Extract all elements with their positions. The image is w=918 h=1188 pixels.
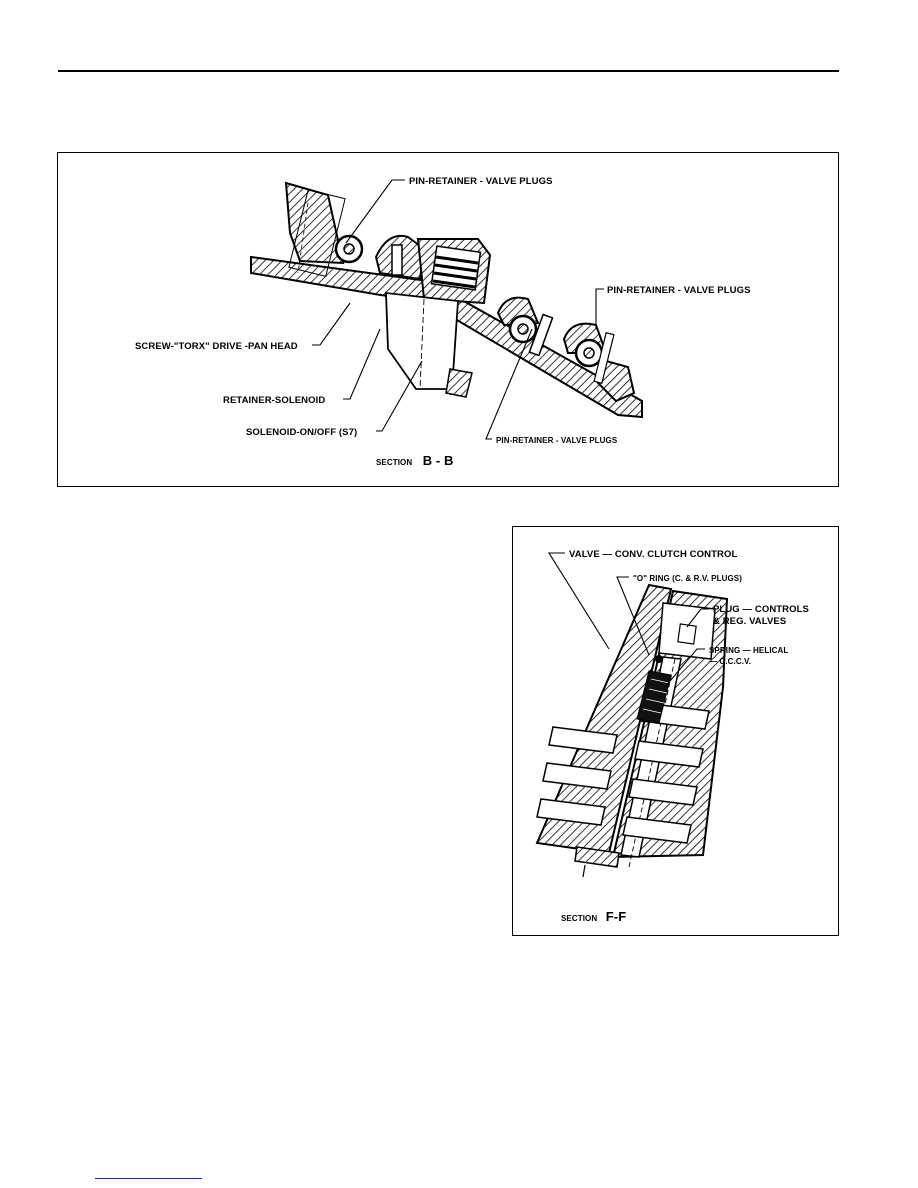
leader-lines-ff	[548, 552, 709, 688]
label-plug-line2: & REG. VALVES	[713, 616, 786, 627]
label-pin-retainer-right: PIN-RETAINER - VALVE PLUGS	[607, 285, 751, 296]
label-solenoid-on-off: SOLENOID-ON/OFF (S7)	[246, 427, 357, 438]
label-valve-conv-clutch: VALVE — CONV. CLUTCH CONTROL	[569, 549, 737, 560]
footer-link-underline[interactable]	[95, 1178, 202, 1179]
label-pin-retainer-top: PIN-RETAINER - VALVE PLUGS	[409, 176, 553, 187]
section-b-b-drawing: PIN-RETAINER - VALVE PLUGS PIN-RETAINER …	[135, 176, 751, 469]
label-retainer-solenoid: RETAINER-SOLENOID	[223, 395, 325, 406]
label-spring-line2: — C.C.C.V.	[709, 657, 751, 666]
caption-id: B - B	[423, 453, 454, 468]
caption-prefix: SECTION	[376, 458, 412, 467]
label-spring-line1: SPRING — HELICAL	[709, 646, 788, 655]
label-o-ring: "O" RING (C. & R.V. PLUGS)	[633, 574, 742, 583]
caption-prefix-ff: SECTION	[561, 914, 597, 923]
caption-section-b-b: SECTION B - B	[376, 452, 454, 469]
caption-section-f-f: SECTION F-F	[561, 908, 626, 925]
valve-body-casing	[250, 181, 643, 419]
section-f-f-drawing: VALVE — CONV. CLUTCH CONTROL "O" RING (C…	[535, 549, 809, 925]
helical-spring	[636, 670, 672, 724]
label-screw-torx: SCREW-"TORX" DRIVE -PAN HEAD	[135, 341, 298, 352]
label-pin-retainer-bottom: PIN-RETAINER - VALVE PLUGS	[496, 436, 618, 445]
leader-lines	[312, 179, 604, 440]
solenoid-coil-windings	[432, 255, 479, 289]
o-ring-mark	[655, 655, 663, 663]
valve-bore-assembly	[535, 583, 729, 878]
figure-section-f-f: VALVE — CONV. CLUTCH CONTROL "O" RING (C…	[512, 526, 839, 936]
caption-id-ff: F-F	[606, 909, 627, 924]
header-rule	[58, 70, 839, 72]
label-plug-line1: PLUG — CONTROLS	[713, 604, 809, 615]
figure-section-b-b: PIN-RETAINER - VALVE PLUGS PIN-RETAINER …	[57, 152, 839, 487]
